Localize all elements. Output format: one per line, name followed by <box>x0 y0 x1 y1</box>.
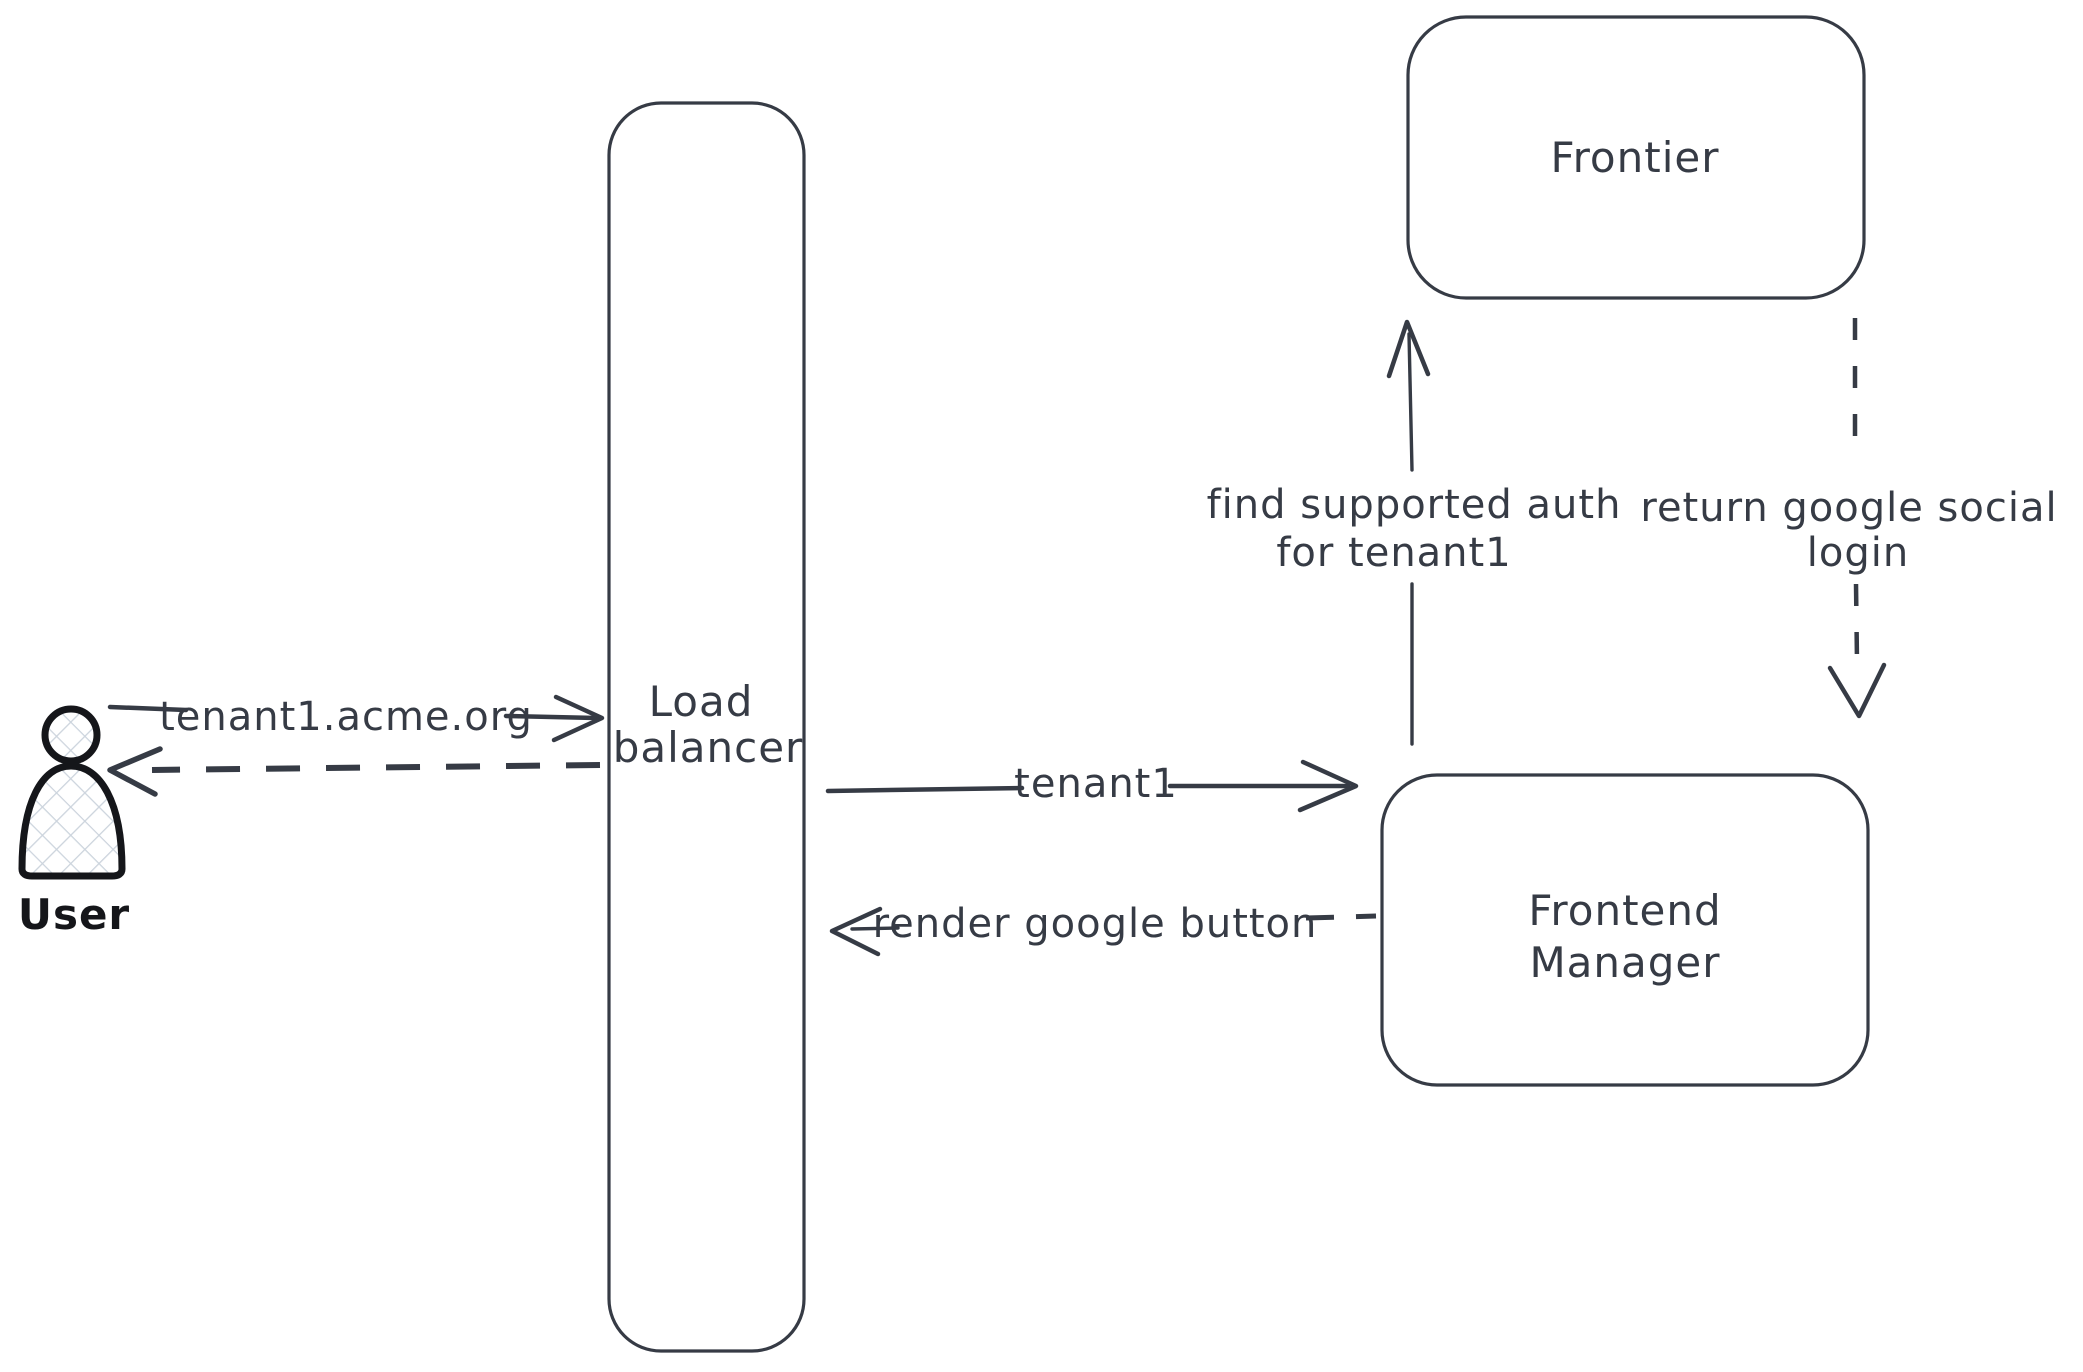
user-node-label: User <box>18 890 130 939</box>
arrow-frontier-to-fm: return google social login <box>1640 318 2057 719</box>
arrow-user-to-lb: tenant1.acme.org <box>107 694 605 743</box>
arrow-fm-to-frontier-label-line1: find supported auth <box>1207 482 1622 528</box>
arrow-lb-to-user <box>107 746 601 797</box>
arrowhead-right-icon <box>1297 759 1359 813</box>
user-node: User <box>18 705 130 939</box>
user-icon <box>41 705 101 765</box>
arrowhead-left-icon <box>829 906 883 957</box>
arrowhead-down-icon <box>1827 662 1887 719</box>
load-balancer-label-line1: Load <box>649 677 754 726</box>
frontier-node: Frontier <box>1406 15 1866 300</box>
arrow-frontier-to-fm-label-line1: return google social <box>1640 485 2057 531</box>
frontend-manager-label-line1: Frontend <box>1528 886 1721 935</box>
arrow-frontier-to-fm-label-line2: login <box>1807 530 1909 576</box>
arrow-fm-to-frontier: find supported auth for tenant1 <box>1207 319 1622 746</box>
load-balancer-node: Load balancer <box>607 101 806 1353</box>
arrowhead-right-icon <box>551 694 605 743</box>
arrow-fm-to-frontier-label-line2: for tenant1 <box>1276 530 1511 576</box>
arrowhead-up-icon <box>1386 319 1431 379</box>
frontier-label: Frontier <box>1550 133 1719 182</box>
frontend-manager-label-line2: Manager <box>1529 938 1720 987</box>
load-balancer-label-line2: balancer <box>613 723 804 772</box>
arrow-user-to-lb-label: tenant1.acme.org <box>159 694 533 740</box>
arrow-fm-to-lb: render google button <box>829 901 1377 957</box>
arrow-lb-to-fm-label: tenant1 <box>1014 761 1178 807</box>
frontend-manager-node: Frontend Manager <box>1380 773 1870 1087</box>
arrow-lb-to-fm: tenant1 <box>825 759 1359 813</box>
user-icon-body <box>18 762 126 880</box>
arrow-fm-to-lb-label: render google button <box>873 901 1318 947</box>
arrowhead-left-icon <box>107 746 163 797</box>
